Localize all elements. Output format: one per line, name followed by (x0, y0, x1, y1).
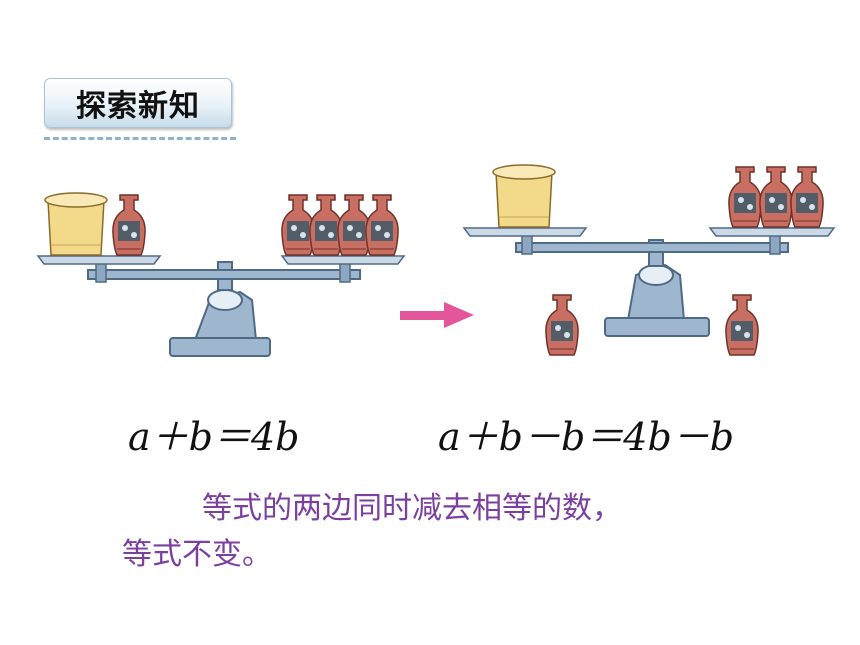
equation-right: a＋b－b＝4b－b (438, 415, 735, 459)
section-title-box: 探索新知 (44, 78, 232, 128)
basket-icon (44, 192, 108, 256)
vase-icon (309, 194, 343, 256)
section-title: 探索新知 (76, 89, 200, 124)
rule-statement: 等式的两边同时减去相等的数， 等式不变。 (122, 486, 762, 578)
vase-icon (728, 166, 762, 228)
arrow-right-icon (400, 302, 474, 328)
vase-icon (759, 166, 793, 228)
vase-icon (337, 194, 371, 256)
right-pan-items (492, 164, 824, 228)
basket-icon (492, 164, 556, 228)
vase-icon (365, 194, 399, 256)
rule-line-2: 等式不变。 (122, 537, 272, 572)
rule-line-1: 等式的两边同时减去相等的数， (202, 491, 622, 526)
right-balance-scale-icon (462, 227, 836, 337)
vase-icon (281, 194, 315, 256)
vase-icon (790, 166, 824, 228)
left-pan-items (44, 192, 399, 256)
title-divider (44, 137, 236, 140)
vase-icon (545, 294, 579, 356)
vase-icon (112, 194, 146, 256)
equation-left: a＋b＝4b (128, 415, 300, 459)
vase-icon (725, 294, 759, 356)
illustration (36, 164, 836, 357)
left-balance-scale-icon (36, 255, 406, 357)
